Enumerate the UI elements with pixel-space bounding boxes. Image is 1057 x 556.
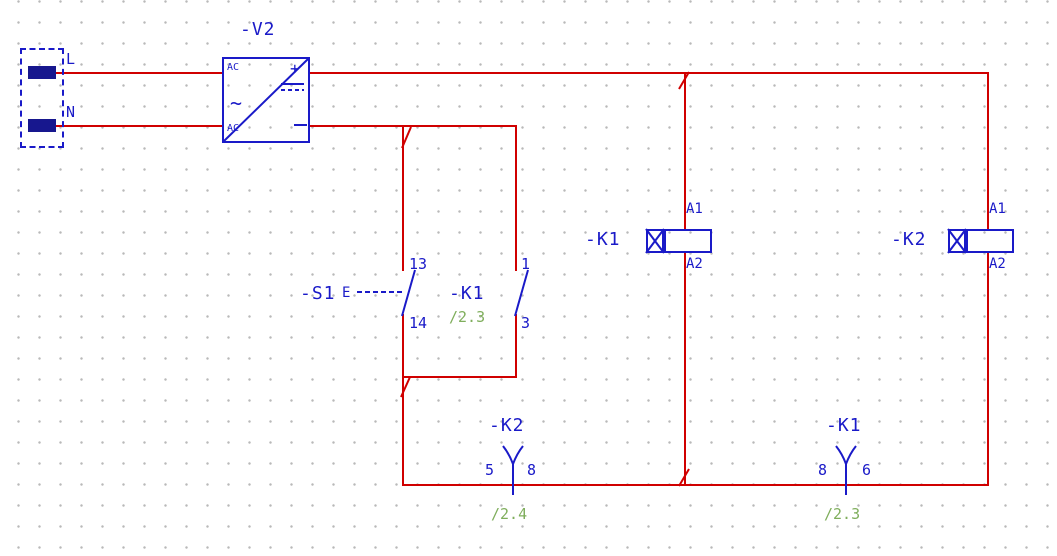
wire-l-to-psu[interactable] [56,72,222,74]
supply-l-label: L [66,50,76,68]
wire-k1-branch-upper[interactable] [515,126,517,271]
k1-seal-in-reference: /2.3 [449,308,486,326]
junction-slash-psu-branch[interactable] [401,126,412,149]
k2-interlock-contact-symbol[interactable] [502,445,524,495]
wire-n-to-psu[interactable] [56,125,222,127]
s1-tag: -S1 [300,283,336,304]
s1-terminal-bottom: 14 [409,314,428,332]
k1-seal-in-terminal-bottom: 3 [521,314,531,332]
power-supply-ac-bottom: AC [227,123,240,134]
k1-interlock-reference: /2.3 [824,505,861,523]
k2-coil-box[interactable] [966,229,1014,253]
power-supply-ac-top: AC [227,62,240,73]
wire-s1-branch-upper[interactable] [402,126,404,271]
supply-terminal-l[interactable] [28,66,56,79]
junction-slash-top-rail[interactable] [678,71,690,90]
k1-coil-x-mark[interactable] [645,228,665,254]
supply-n-label: N [66,103,76,121]
k1-seal-in-tag: -K1 [449,283,485,304]
k1-interlock-tag: -K1 [826,415,862,436]
k1-interlock-contact-symbol[interactable] [835,445,857,495]
wire-k2-coil-bottom[interactable] [987,253,989,486]
s1-terminal-top: 13 [409,255,428,273]
k1-interlock-terminal-right: 6 [862,461,872,479]
k2-interlock-reference: /2.4 [491,505,528,523]
k2-interlock-tag: -K2 [489,415,525,436]
s1-contact-symbol[interactable] [357,269,416,317]
wire-bottom-rail[interactable] [402,484,989,486]
k1-coil-a2: A2 [686,256,703,272]
junction-slash-rejoin[interactable] [400,376,411,398]
power-supply-divider-line[interactable] [223,58,309,142]
power-supply-box[interactable] [222,57,310,143]
junction-slash-bottom-rail[interactable] [678,468,690,487]
wire-k2-coil-top[interactable] [987,72,989,229]
s1-actuator-glyph: E [342,285,351,301]
k2-coil-x-box[interactable] [948,229,966,253]
power-supply-dc-symbol [281,83,307,126]
supply-terminal-n[interactable] [28,119,56,132]
k2-coil-a2: A2 [989,256,1006,272]
k1-interlock-terminal-left: 8 [818,461,828,479]
k1-seal-in-contact-symbol[interactable] [514,269,529,317]
k1-seal-in-terminal-top: 1 [521,255,531,273]
k2-coil-tag: -K2 [891,229,927,250]
wire-k1-branch-lower[interactable] [515,314,517,378]
k1-coil-a1: A1 [686,201,703,217]
k1-coil-x-box[interactable] [646,229,664,253]
k1-coil-box[interactable] [664,229,712,253]
k2-interlock-terminal-right: 8 [527,461,537,479]
wire-k1-coil-bottom[interactable] [684,253,686,486]
power-supply-tag: -V2 [240,19,276,40]
wire-psu-minus[interactable] [310,125,517,127]
k1-coil-tag: -K1 [585,229,621,250]
wire-s1-branch-lower[interactable] [402,314,404,486]
supply-terminal-block[interactable] [20,48,64,148]
wire-top-rail[interactable] [310,72,989,74]
k2-coil-a1: A1 [989,201,1006,217]
wire-k1-coil-top[interactable] [684,72,686,229]
power-supply-ac-wave: ~ [230,91,243,115]
k2-interlock-terminal-left: 5 [485,461,495,479]
k2-coil-x-mark[interactable] [947,228,967,254]
wire-branch-rejoin[interactable] [402,376,517,378]
power-supply-plus: + [290,59,300,78]
